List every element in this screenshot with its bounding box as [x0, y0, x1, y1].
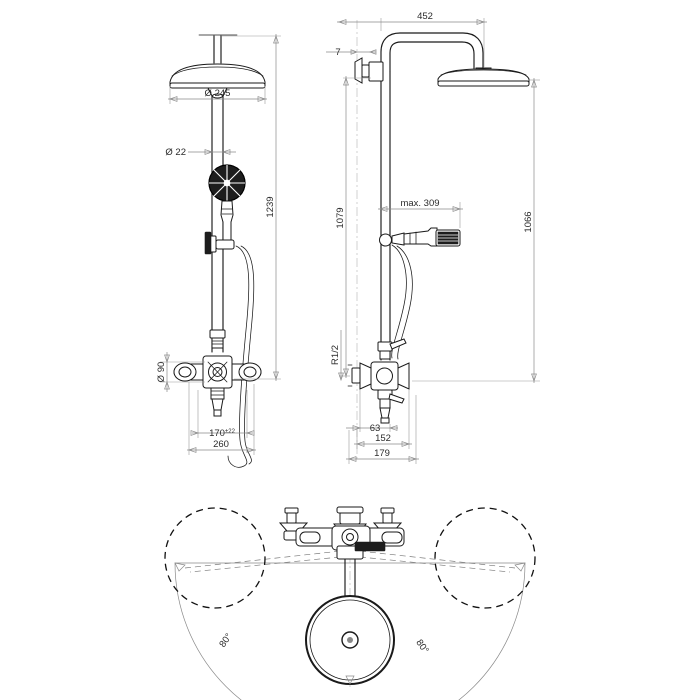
dim-wall-gap: 7	[335, 47, 340, 58]
dim-depth-63: 63	[370, 423, 381, 434]
dim-overall-width: 260	[213, 439, 229, 450]
side-view-dimensions: 452 7 1079 1066 max. 309 R1/2	[326, 11, 540, 464]
base-plate-plan	[305, 595, 395, 685]
dim-arm-reach: 452	[417, 11, 433, 22]
thermostatic-mixer-side	[351, 338, 410, 424]
dim-head-height: 1066	[523, 211, 534, 232]
dim-swivel-left: 80°	[217, 631, 234, 649]
overhead-shower-head-front	[169, 63, 266, 99]
hand-shower-side	[391, 227, 461, 247]
dim-thread-size: R1/2	[330, 345, 341, 365]
overhead-shower-head-side	[437, 67, 530, 87]
dim-swivel-right: 80°	[413, 638, 430, 656]
dim-head-diameter: Ø 245	[205, 88, 231, 99]
dim-total-height: 1239	[265, 196, 276, 217]
front-elevation-view	[169, 34, 266, 468]
plan-view: 80° 80°	[164, 506, 536, 700]
side-elevation-view	[347, 20, 530, 460]
dim-depth-152: 152	[375, 433, 391, 444]
dim-riser-height: 1079	[335, 207, 346, 228]
mixer-plan-detail	[278, 506, 405, 560]
front-view-dimensions: Ø 245 Ø 22 1239 Ø 90 170±22	[156, 34, 281, 455]
hand-shower-head-front	[208, 164, 246, 247]
wall-flange-side	[354, 57, 384, 84]
wall-bracket-front	[204, 231, 235, 255]
dim-mixer-diameter: Ø 90	[156, 362, 167, 383]
dim-handshower-reach: max. 309	[400, 198, 439, 209]
thermostatic-mixer-front	[173, 329, 262, 417]
dim-inlet-centers: 170±22	[209, 428, 235, 439]
dim-riser-diameter: Ø 22	[165, 147, 186, 158]
dim-depth-179: 179	[374, 448, 390, 459]
